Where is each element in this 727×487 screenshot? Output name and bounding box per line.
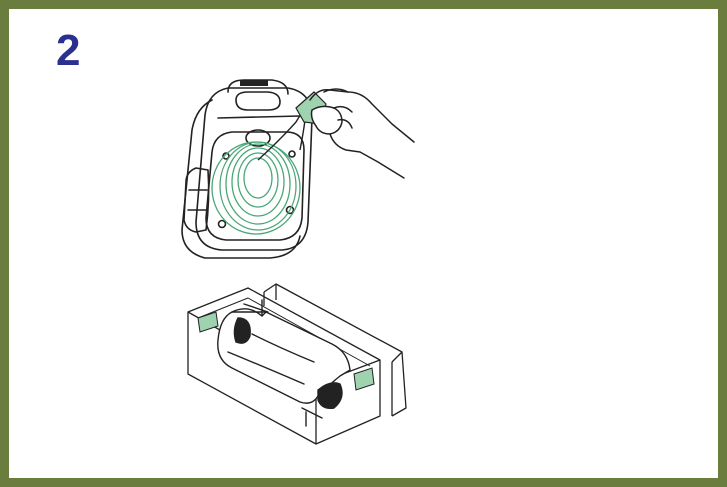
folded-electrode-pads bbox=[218, 300, 350, 426]
hand-illustration bbox=[310, 89, 414, 178]
electrode-pad-graphic bbox=[212, 142, 300, 234]
